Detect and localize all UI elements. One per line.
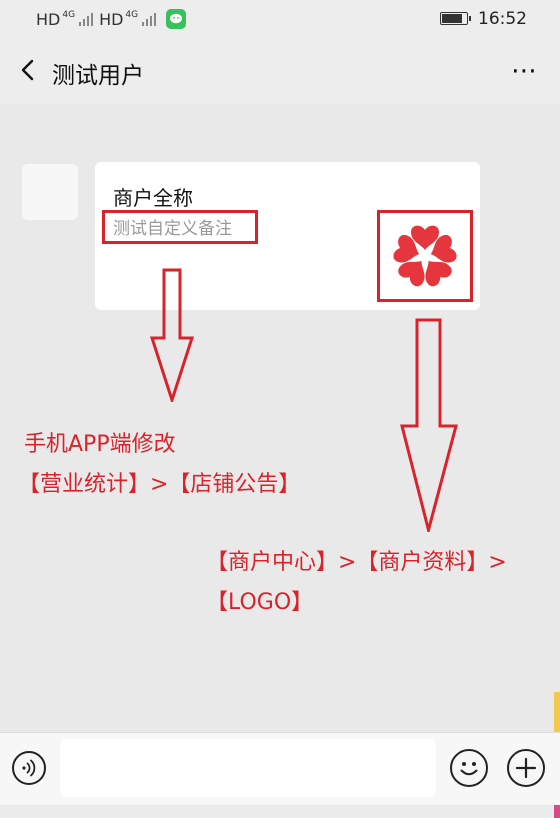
status-time: 16:52: [478, 9, 527, 29]
merchant-logo-icon: [385, 216, 465, 296]
signal-group: HD 4G HD 4G: [36, 9, 187, 29]
avatar[interactable]: [22, 164, 78, 220]
down-arrow-icon-right: [400, 318, 458, 532]
back-icon[interactable]: [16, 58, 40, 82]
chat-area: 商户全称 测试自定义备注 手机APP端修改 【营业统计】>【店铺公告】 【商户中…: [0, 104, 560, 818]
plus-icon[interactable]: [507, 749, 545, 787]
signal-bars-icon: [79, 12, 94, 26]
card-remark: 测试自定义备注: [113, 219, 232, 239]
signal-bars-icon-2: [142, 12, 157, 26]
voice-input-icon[interactable]: [12, 751, 46, 785]
network-type-2: 4G: [125, 10, 139, 20]
network-type-1: 4G: [62, 10, 76, 20]
page-title: 测试用户: [52, 63, 144, 89]
carrier-label-1: HD: [36, 9, 61, 29]
message-input[interactable]: [60, 739, 436, 797]
wechat-notification-icon: [166, 9, 187, 29]
chat-header: 测试用户 ⋯: [0, 40, 560, 104]
down-arrow-icon-left: [150, 268, 194, 402]
merchant-card[interactable]: 商户全称 测试自定义备注: [95, 162, 480, 310]
annotation-logo-label: 【LOGO】: [206, 590, 314, 615]
input-bar: [0, 732, 560, 805]
annotation-app-path: 【营业统计】>【店铺公告】: [18, 472, 301, 497]
more-options-icon[interactable]: ⋯: [511, 56, 538, 86]
logo-highlight-box: [377, 210, 473, 302]
battery-icon: [440, 12, 471, 25]
status-bar: HD 4G HD 4G 16:52: [0, 0, 560, 38]
carrier-label-2: HD: [99, 9, 124, 29]
emoji-icon[interactable]: [450, 749, 488, 787]
side-tab-yellow[interactable]: [554, 692, 560, 734]
remark-highlight-box: [102, 210, 258, 244]
annotation-app-edit: 手机APP端修改: [24, 432, 176, 457]
annotation-logo-path: 【商户中心】>【商户资料】>: [206, 550, 507, 575]
card-title: 商户全称: [113, 186, 193, 210]
